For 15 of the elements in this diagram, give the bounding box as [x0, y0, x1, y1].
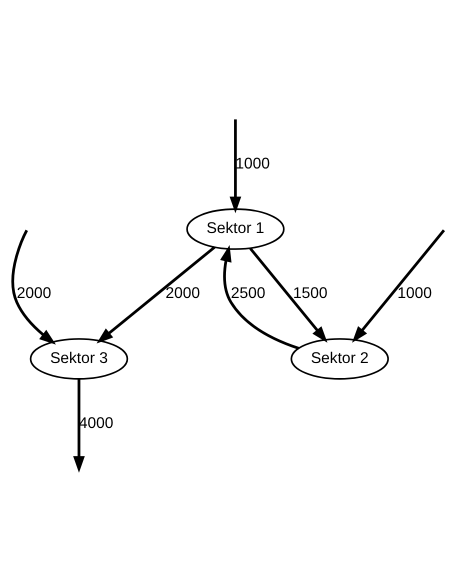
node-ellipse: Sektor 2 [290, 338, 389, 380]
arrow [96, 246, 216, 343]
arrow [352, 228, 446, 342]
arrow [220, 244, 300, 350]
arrow [230, 118, 242, 213]
arrow [73, 378, 85, 472]
edge-label: 1000 [397, 284, 432, 302]
edge-label: 1500 [293, 284, 328, 302]
edge-label: 2000 [16, 284, 52, 302]
node-ellipse: Sektor 3 [30, 338, 128, 380]
edge-label: 2500 [230, 284, 266, 302]
edge-label: 2000 [165, 284, 200, 302]
node-ellipse: Sektor 1 [186, 208, 285, 250]
arrow [249, 247, 328, 342]
arrow [11, 229, 56, 344]
